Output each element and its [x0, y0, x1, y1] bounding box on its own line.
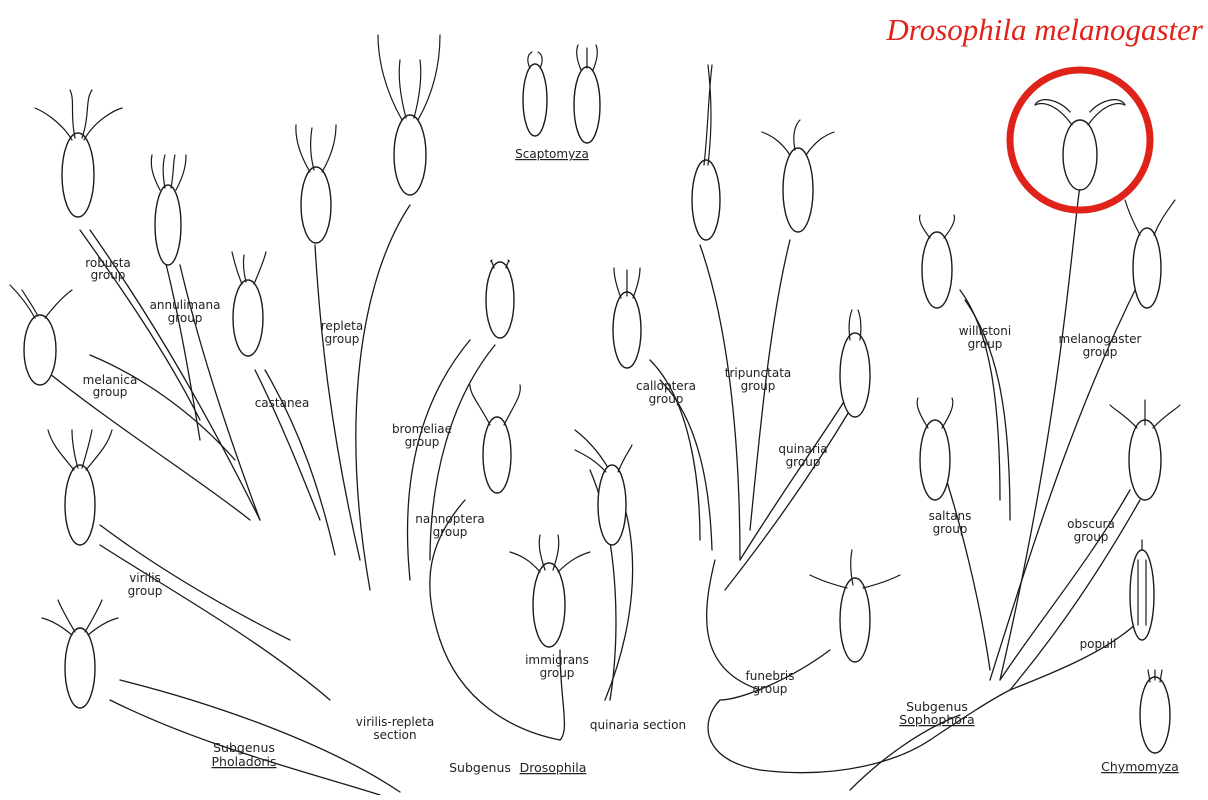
label-scaptomyza: Scaptomyza: [515, 147, 589, 161]
label-robusta-group: group: [91, 268, 126, 282]
label-calloptera: calloptera: [636, 379, 696, 393]
label-virilis-repleta: virilis-repleta: [356, 715, 434, 729]
label-obscura: obscura: [1067, 517, 1115, 531]
label-chymomyza: Chymomyza: [1101, 759, 1179, 774]
egg-chymomyza-icon: [1140, 670, 1170, 753]
label-quinaria-group: group: [786, 455, 821, 469]
label-quinaria: quinaria: [778, 442, 827, 456]
egg-pholadoris-icon: [42, 600, 118, 708]
label-nannoptera-group: group: [433, 525, 468, 539]
highlight-title: Drosophila melanogaster: [885, 12, 1204, 47]
label-annulimana: annulimana: [150, 298, 221, 312]
label-sophophora: Sophophora: [899, 712, 974, 727]
egg-bromeliae-1-icon: [486, 260, 514, 338]
label-subgenus-pholadoris: Subgenus: [213, 740, 275, 755]
label-virilis-group: group: [128, 584, 163, 598]
labels: Drosophila melanogaster Scaptomyza robus…: [83, 12, 1204, 775]
egg-castanea-icon: [232, 252, 266, 356]
label-tripunctata: tripunctata: [725, 366, 792, 380]
egg-melanica-icon: [10, 285, 72, 385]
egg-quinaria-icon: [840, 310, 870, 417]
branch-lines: [45, 185, 1140, 795]
egg-obscura-icon: [1110, 400, 1180, 500]
label-virilis: virilis: [129, 571, 161, 585]
egg-calloptera-icon: [613, 268, 641, 368]
label-immigrans: immigrans: [525, 653, 589, 667]
egg-virilis-icon: [48, 430, 112, 545]
egg-annulimana-icon: [151, 155, 186, 265]
label-melanogaster: melanogaster: [1059, 332, 1142, 346]
label-calloptera-group: group: [649, 392, 684, 406]
label-saltans-group: group: [933, 522, 968, 536]
egg-immigrans-icon: [510, 535, 590, 647]
label-funebris: funebris: [746, 669, 795, 683]
label-nannoptera: nannoptera: [415, 512, 485, 526]
label-virilis-repleta-section: section: [373, 728, 416, 742]
egg-scaptomyza-1-icon: [523, 52, 547, 136]
egg-scaptomyza-2-icon: [574, 45, 600, 143]
egg-saltans-icon: [917, 398, 953, 500]
egg-funebris-icon: [810, 550, 900, 662]
label-bromeliae-group: group: [405, 435, 440, 449]
label-obscura-group: group: [1074, 530, 1109, 544]
label-castanea: castanea: [255, 396, 310, 410]
egg-melanogaster-icon: [1035, 100, 1125, 190]
egg-repleta-tall-icon: [378, 35, 440, 195]
label-tripunctata-group: group: [741, 379, 776, 393]
label-repleta: repleta: [321, 319, 363, 333]
label-saltans: saltans: [929, 509, 972, 523]
label-melanogaster-group: group: [1083, 345, 1118, 359]
eggs: [10, 35, 1180, 753]
label-quinaria-section: quinaria section: [590, 718, 686, 732]
label-populi: populi: [1080, 637, 1117, 651]
egg-willistoni-icon: [919, 215, 954, 308]
egg-populi-icon: [1130, 540, 1154, 640]
label-melanica-group: group: [93, 385, 128, 399]
egg-bromeliae-2-icon: [470, 385, 520, 493]
label-willistoni: willistoni: [959, 324, 1011, 338]
egg-robusta-icon: [35, 90, 122, 217]
egg-tripunctata-2-icon: [762, 120, 834, 232]
label-subgenus-drosophila: Subgenus: [449, 760, 511, 775]
label-annulimana-group: group: [168, 311, 203, 325]
egg-tripunctata-1-icon: [692, 65, 720, 240]
label-bromeliae: bromeliae: [392, 422, 452, 436]
label-drosophila: Drosophila: [520, 760, 587, 775]
label-willistoni-group: group: [968, 337, 1003, 351]
egg-repleta-icon: [296, 125, 336, 243]
label-repleta-group: group: [325, 332, 360, 346]
label-immigrans-group: group: [540, 666, 575, 680]
egg-melanogaster-2-icon: [1125, 200, 1175, 308]
label-pholadoris: Pholadoris: [212, 754, 277, 769]
label-funebris-group: group: [753, 682, 788, 696]
